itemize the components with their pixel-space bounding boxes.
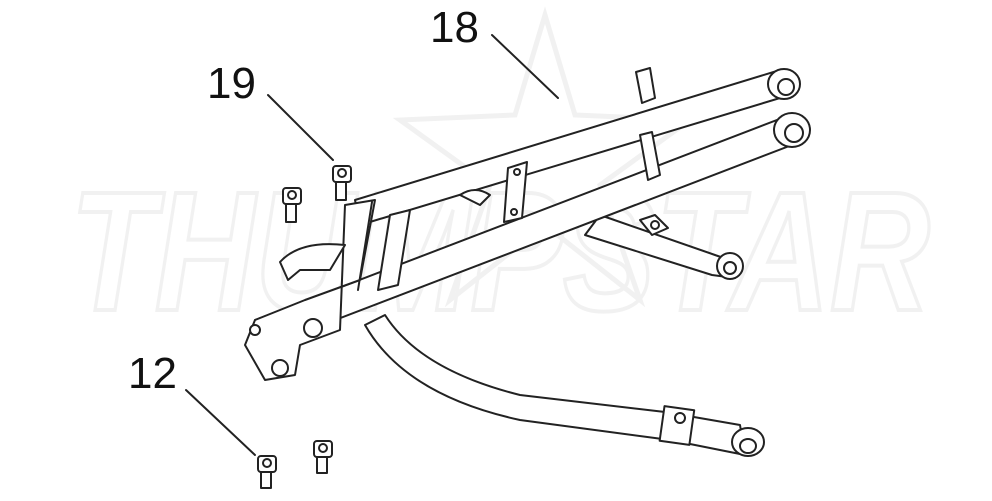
- leader-line: [267, 94, 334, 161]
- callout-12: 12: [128, 349, 256, 456]
- callout-19: 19: [207, 59, 334, 161]
- bolt-19-b: [282, 187, 302, 223]
- leader-line: [185, 389, 256, 456]
- callout-number: 12: [128, 349, 177, 398]
- callout-number: 18: [430, 3, 479, 52]
- callout-18: 18: [430, 3, 559, 99]
- leader-line: [491, 34, 559, 99]
- bolt-19-a: [332, 165, 352, 201]
- callout-number: 19: [207, 59, 256, 108]
- bolt-12-a: [257, 455, 277, 489]
- rear-subframe: [244, 67, 811, 457]
- bolt-12-b: [313, 440, 333, 474]
